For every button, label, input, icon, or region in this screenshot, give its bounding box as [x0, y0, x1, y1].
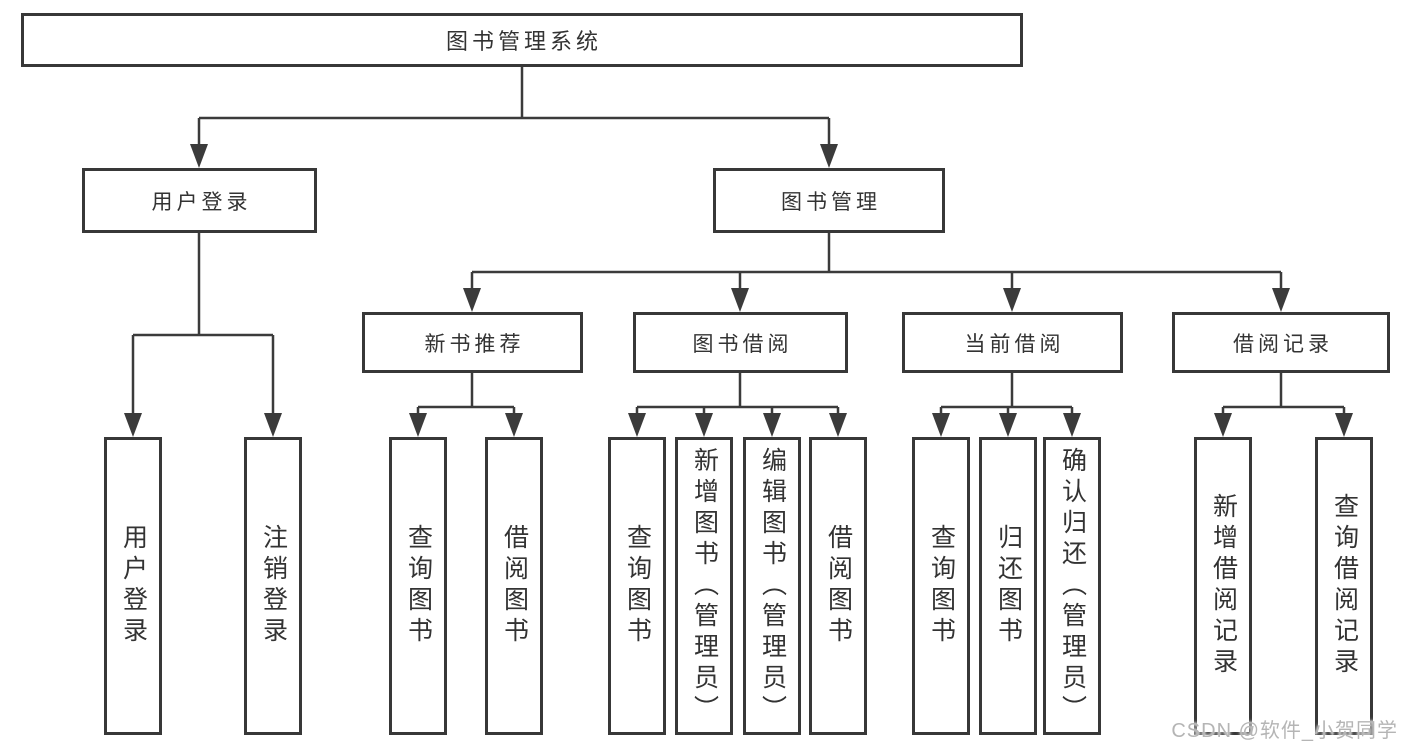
node-label: 查询图书: [927, 524, 956, 648]
connectors-root: [190, 67, 838, 168]
node-current-borrow: 当前借阅: [902, 312, 1123, 373]
node-cb-return-books: 归还图书: [979, 437, 1037, 735]
node-label: 图书管理系统: [445, 29, 602, 54]
connectors-borrow-records: [1214, 373, 1353, 437]
node-label: 用户登录: [119, 524, 148, 648]
node-label: 归还图书: [994, 524, 1023, 648]
connectors-new-book-recommend: [409, 373, 523, 437]
node-bb-edit-books-admin: 编辑图书（管理员）: [743, 437, 801, 735]
connectors-book-management: [463, 233, 1290, 312]
node-label: 查询图书: [404, 524, 433, 648]
node-label: 借阅图书: [500, 524, 529, 648]
node-label: 新增借阅记录: [1209, 493, 1238, 679]
node-br-add-record: 新增借阅记录: [1194, 437, 1252, 735]
connectors-user-login: [124, 233, 282, 437]
node-new-book-recommend: 新书推荐: [362, 312, 583, 373]
node-label: 查询图书: [623, 524, 652, 648]
watermark: CSDN @软件_小贺同学: [1171, 720, 1398, 742]
node-nb-borrow-books: 借阅图书: [485, 437, 543, 735]
node-label: 查询借阅记录: [1330, 493, 1359, 679]
node-label: 用户登录: [151, 190, 252, 214]
node-label: 图书管理: [781, 190, 881, 214]
node-label: 新书推荐: [424, 332, 525, 356]
node-br-query-record: 查询借阅记录: [1315, 437, 1373, 735]
node-borrow-records: 借阅记录: [1172, 312, 1390, 373]
node-nb-query-books: 查询图书: [389, 437, 447, 735]
node-label: 注销登录: [259, 524, 288, 648]
connectors-book-borrow: [628, 373, 847, 437]
node-label: 新增图书（管理员）: [690, 446, 719, 726]
node-book-borrow: 图书借阅: [633, 312, 848, 373]
node-login: 用户登录: [104, 437, 162, 735]
node-label: 当前借阅: [964, 332, 1065, 356]
node-label: 确认归还（管理员）: [1058, 446, 1087, 726]
node-label: 图书借阅: [692, 332, 793, 356]
node-bb-borrow-books: 借阅图书: [809, 437, 867, 735]
node-label: 借阅图书: [824, 524, 853, 648]
node-label: 借阅记录: [1233, 332, 1333, 356]
node-logout: 注销登录: [244, 437, 302, 735]
node-user-login: 用户登录: [82, 168, 317, 233]
node-bb-add-books-admin: 新增图书（管理员）: [675, 437, 733, 735]
node-root: 图书管理系统: [21, 13, 1023, 67]
node-cb-query-books: 查询图书: [912, 437, 970, 735]
node-book-management: 图书管理: [713, 168, 945, 233]
node-bb-query-books: 查询图书: [608, 437, 666, 735]
node-label: 编辑图书（管理员）: [758, 446, 787, 726]
connectors-current-borrow: [932, 373, 1081, 437]
node-cb-confirm-return-admin: 确认归还（管理员）: [1043, 437, 1101, 735]
